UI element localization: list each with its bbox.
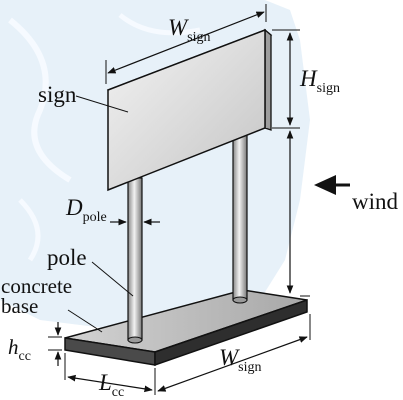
pole-left (127, 177, 143, 344)
h-sign-dimension (272, 29, 300, 129)
h-cc-label: hcc (8, 335, 31, 364)
w-sign-bottom-dimension (157, 314, 311, 392)
l-cc-label: Lcc (99, 370, 125, 400)
leader-lines (67, 95, 134, 333)
wind-arrow (314, 175, 350, 195)
w-sign-top-label: Wsign (168, 15, 211, 45)
wind-label: wind (352, 189, 398, 214)
w-sign-bottom-label: Wsign (219, 345, 262, 375)
h-sign-label: Hsign (300, 66, 340, 96)
h-cc-dimension (48, 322, 62, 366)
pole-right (232, 131, 248, 304)
pole-label: pole (47, 245, 87, 270)
concrete-base-label-line2: base (1, 294, 39, 318)
concrete-base-label-line1: concrete (1, 274, 73, 298)
d-pole-label: Dpole (66, 195, 107, 225)
w-sign-top-dimension (105, 4, 267, 84)
l-cc-dimension (64, 353, 156, 395)
sign-label: sign (38, 82, 77, 107)
pole-height-dimension (286, 130, 310, 297)
